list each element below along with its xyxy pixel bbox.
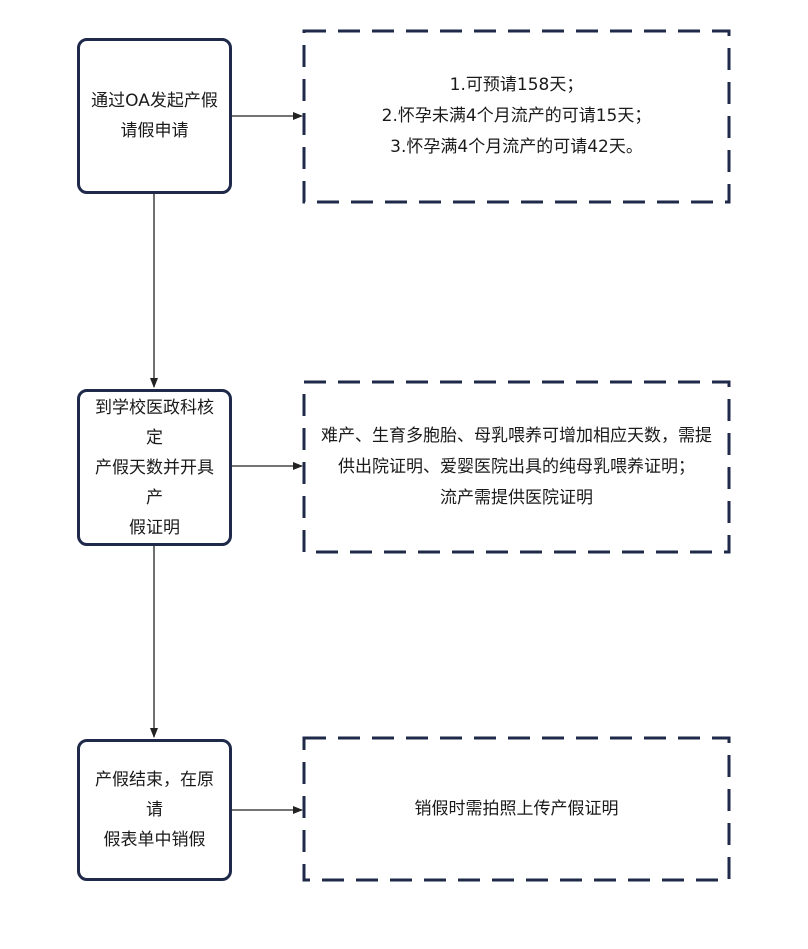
note-box-leave-days: 1.可预请158天； 2.怀孕未满4个月流产的可请15天； 3.怀孕满4个月流产… (306, 33, 727, 200)
step-box-verify: 到学校医政科核定 产假天数并开具产 假证明 (77, 389, 232, 546)
note-box-2-border (302, 380, 731, 554)
step-apply-text: 通过OA发起产假 请假申请 (91, 91, 218, 141)
note-box-extra-days: 难产、生育多胞胎、母乳喂养可增加相应天数，需提 供出院证明、爱婴医院出具的纯母乳… (306, 384, 727, 550)
note-box-3-border (302, 736, 731, 882)
note-leave-days-text: 1.可预请158天； 2.怀孕未满4个月流产的可请15天； 3.怀孕满4个月流产… (381, 75, 652, 157)
step-box-apply: 通过OA发起产假 请假申请 (77, 38, 232, 194)
note-close-leave-text: 销假时需拍照上传产假证明 (414, 798, 619, 819)
note-box-close-leave: 销假时需拍照上传产假证明 (306, 740, 727, 878)
step-verify-text: 到学校医政科核定 产假天数并开具产 假证明 (95, 397, 214, 538)
step-close-leave-text: 产假结束，在原请 假表单中销假 (95, 770, 214, 850)
note-extra-days-text: 难产、生育多胞胎、母乳喂养可增加相应天数，需提 供出院证明、爱婴医院出具的纯母乳… (321, 425, 712, 508)
note-box-1-border (302, 29, 731, 204)
step-box-close-leave: 产假结束，在原请 假表单中销假 (77, 739, 232, 881)
